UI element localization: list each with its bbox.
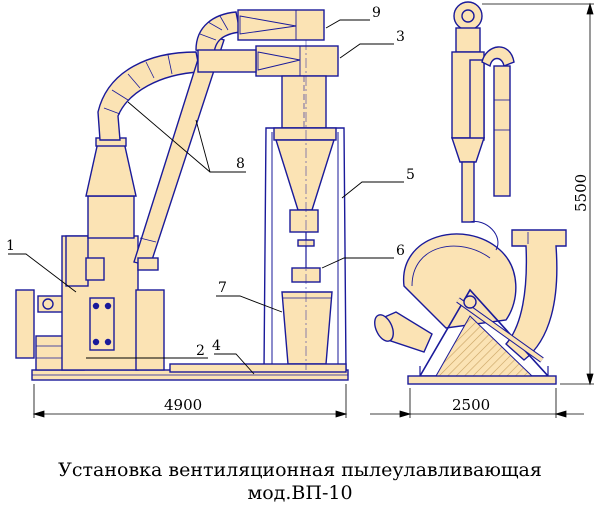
discharge-pipe (505, 229, 567, 361)
dimension-width-front: 4900 (164, 396, 202, 414)
callout-4: 4 (212, 338, 221, 354)
separator-cone (85, 141, 137, 197)
dimension-lines (32, 2, 594, 418)
caption-line-2: мод.ВП-10 (247, 482, 353, 504)
hopper-cone (275, 139, 335, 211)
fan-volute (403, 233, 517, 329)
callout-7: 7 (218, 280, 227, 296)
dust-bin (281, 291, 333, 365)
flywheel (15, 289, 35, 359)
separator-column (87, 195, 135, 239)
caption-line-1: Установка вентиляционная пылеулавливающа… (58, 459, 542, 481)
callout-9: 9 (372, 5, 381, 21)
callout-6: 6 (396, 243, 405, 259)
callout-2: 2 (196, 343, 205, 359)
cyclone-column (281, 75, 327, 129)
callout-3: 3 (396, 29, 405, 45)
dimension-height-side: 5500 (572, 174, 590, 212)
callout-5: 5 (406, 167, 415, 183)
callout-8: 8 (236, 156, 245, 172)
dimension-width-side: 2500 (452, 396, 490, 414)
callout-1: 1 (6, 238, 15, 254)
side-view (374, 1, 567, 385)
front-view (15, 9, 349, 381)
leader-lines (8, 19, 404, 375)
